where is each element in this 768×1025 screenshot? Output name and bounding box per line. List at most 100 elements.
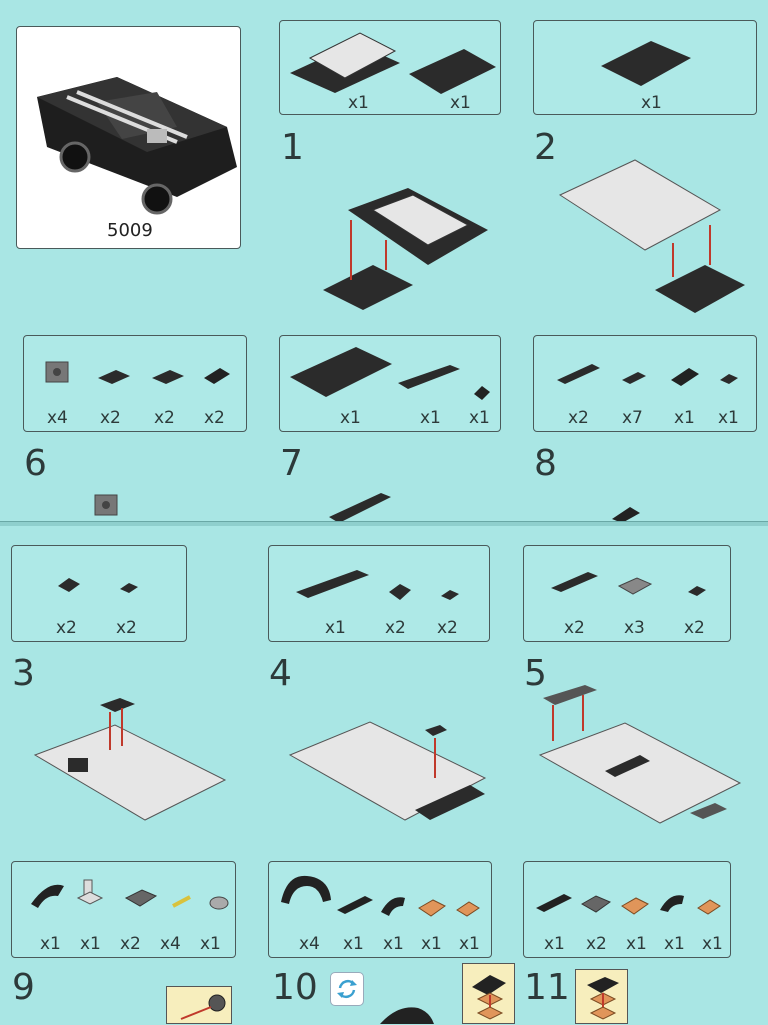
- step-7-number: 7: [280, 446, 303, 482]
- step-9-number: 9: [12, 970, 35, 1006]
- model-preview-panel: 5009: [16, 26, 241, 249]
- step-4-qty-3: x2: [437, 618, 458, 638]
- step-4-qty-1: x1: [325, 618, 346, 638]
- part-plate-assembly: [285, 23, 405, 93]
- step-10-hinge-callout: [462, 963, 515, 1024]
- part-pin-yellow: [170, 892, 194, 912]
- step-5-qty-2: x3: [624, 618, 645, 638]
- step-2-parts-panel: x1: [533, 20, 757, 115]
- part-bracket-1x1: [56, 574, 82, 596]
- step-11-qty-1: x1: [544, 934, 565, 954]
- part-tile-1x4: [335, 892, 375, 916]
- step-1-assembly-illustration: [318, 180, 498, 320]
- step-8-qty-4: x1: [718, 408, 739, 428]
- step-9-qty-4: x4: [160, 934, 181, 954]
- part-plate-1x1: [718, 370, 740, 388]
- step-4-parts-panel: x1 x2 x2: [268, 545, 490, 642]
- part-tile-2x2-grey: [617, 574, 655, 598]
- step-7-qty-3: x1: [469, 408, 490, 428]
- step-10-number: 10: [272, 970, 318, 1006]
- step-4-qty-2: x2: [385, 618, 406, 638]
- model-car-illustration: [17, 27, 242, 207]
- part-bracket: [387, 580, 413, 606]
- step-10-qty-2: x1: [343, 934, 364, 954]
- part-hinge-orange-1: [417, 896, 447, 920]
- part-plate-grey: [580, 892, 612, 916]
- step-10-qty-1: x4: [299, 934, 320, 954]
- step-9-qty-2: x1: [80, 934, 101, 954]
- step-1-qty-2: x1: [450, 93, 471, 113]
- step-9-qty-1: x1: [40, 934, 61, 954]
- part-plate-1x1: [439, 586, 461, 604]
- step-6-parts-panel: x4 x2 x2 x2: [23, 335, 247, 432]
- step-3-number: 3: [12, 656, 35, 692]
- part-plate-6x6: [404, 39, 499, 99]
- step-11-qty-3: x1: [626, 934, 647, 954]
- step-3-qty-2: x2: [116, 618, 137, 638]
- step-3-assembly-illustration: [30, 690, 230, 840]
- part-hinge-orange-2: [455, 898, 481, 920]
- step-11-qty-2: x2: [586, 934, 607, 954]
- step-1-qty-1: x1: [348, 93, 369, 113]
- step-6-qty-3: x2: [154, 408, 175, 428]
- step-11-parts-panel: x1 x2 x1 x1 x1: [523, 861, 731, 958]
- part-plate-1x2: [620, 368, 650, 388]
- step-10-qty-3: x1: [383, 934, 404, 954]
- part-plate-4x8: [286, 342, 396, 402]
- step-10-preview-part: [378, 1002, 438, 1024]
- step-11-qty-5: x1: [702, 934, 723, 954]
- step-6-number: 6: [24, 446, 47, 482]
- step-8-qty-2: x7: [622, 408, 643, 428]
- hinge-assembly-icon: [464, 965, 514, 1025]
- part-bracket-tan: [76, 878, 104, 908]
- step-9-qty-3: x2: [120, 934, 141, 954]
- step-3-parts-panel: x2 x2: [11, 545, 187, 642]
- step-4-number: 4: [269, 656, 292, 692]
- step-9-qty-5: x1: [200, 934, 221, 954]
- part-plate-1x1-round: [118, 579, 140, 597]
- part-curved-slope-small: [658, 890, 688, 914]
- part-hinge-orange-small: [696, 896, 722, 918]
- step-11-hinge-callout: [575, 969, 628, 1024]
- part-plate-1x4: [548, 568, 602, 596]
- part-plate-2x2-corner: [96, 366, 132, 388]
- wheel-icon: [171, 989, 231, 1023]
- step-6-qty-2: x2: [100, 408, 121, 428]
- part-plate-1x1: [686, 582, 708, 600]
- rotate-model-icon: [330, 972, 364, 1006]
- hinge-assembly-icon: [577, 971, 627, 1025]
- step-11-number: 11: [524, 970, 570, 1006]
- step-2-qty-1: x1: [641, 93, 662, 113]
- part-round-disc: [208, 894, 230, 912]
- part-curved-slope-small: [379, 892, 409, 918]
- step-5-qty-3: x2: [684, 618, 705, 638]
- step-5-assembly-illustration: [535, 683, 745, 843]
- step-5-qty-1: x2: [564, 618, 585, 638]
- step-7-qty-2: x1: [420, 408, 441, 428]
- step-10-parts-panel: x4 x1 x1 x1 x1: [268, 861, 492, 958]
- step-6-qty-1: x4: [47, 408, 68, 428]
- part-curved-slope: [28, 880, 68, 910]
- part-hinge-orange: [620, 894, 650, 918]
- step-7-qty-1: x1: [340, 408, 361, 428]
- step-7-parts-panel: x1 x1 x1: [279, 335, 501, 432]
- part-tile-1x4: [534, 890, 574, 914]
- part-plate-4x6: [596, 36, 696, 96]
- step-8-number: 8: [534, 446, 557, 482]
- part-wheel-arch: [279, 872, 333, 912]
- part-plate-grey: [124, 886, 158, 910]
- step-6-qty-4: x2: [204, 408, 225, 428]
- part-brick-1x1-technic: [44, 358, 72, 386]
- step-2-assembly-illustration: [555, 155, 755, 315]
- step-4-assembly-illustration: [285, 700, 490, 850]
- step-9-wheel-callout: [166, 986, 232, 1024]
- part-slope-2x2: [669, 364, 701, 388]
- page-fold-line: [0, 521, 768, 526]
- part-plate-1x6: [394, 361, 464, 391]
- step-10-qty-5: x1: [459, 934, 480, 954]
- part-slope-1x2: [202, 364, 232, 386]
- step-9-parts-panel: x1 x1 x2 x4 x1: [11, 861, 236, 958]
- step-11-qty-4: x1: [664, 934, 685, 954]
- step-2-number: 2: [534, 130, 557, 166]
- step-10-qty-4: x1: [421, 934, 442, 954]
